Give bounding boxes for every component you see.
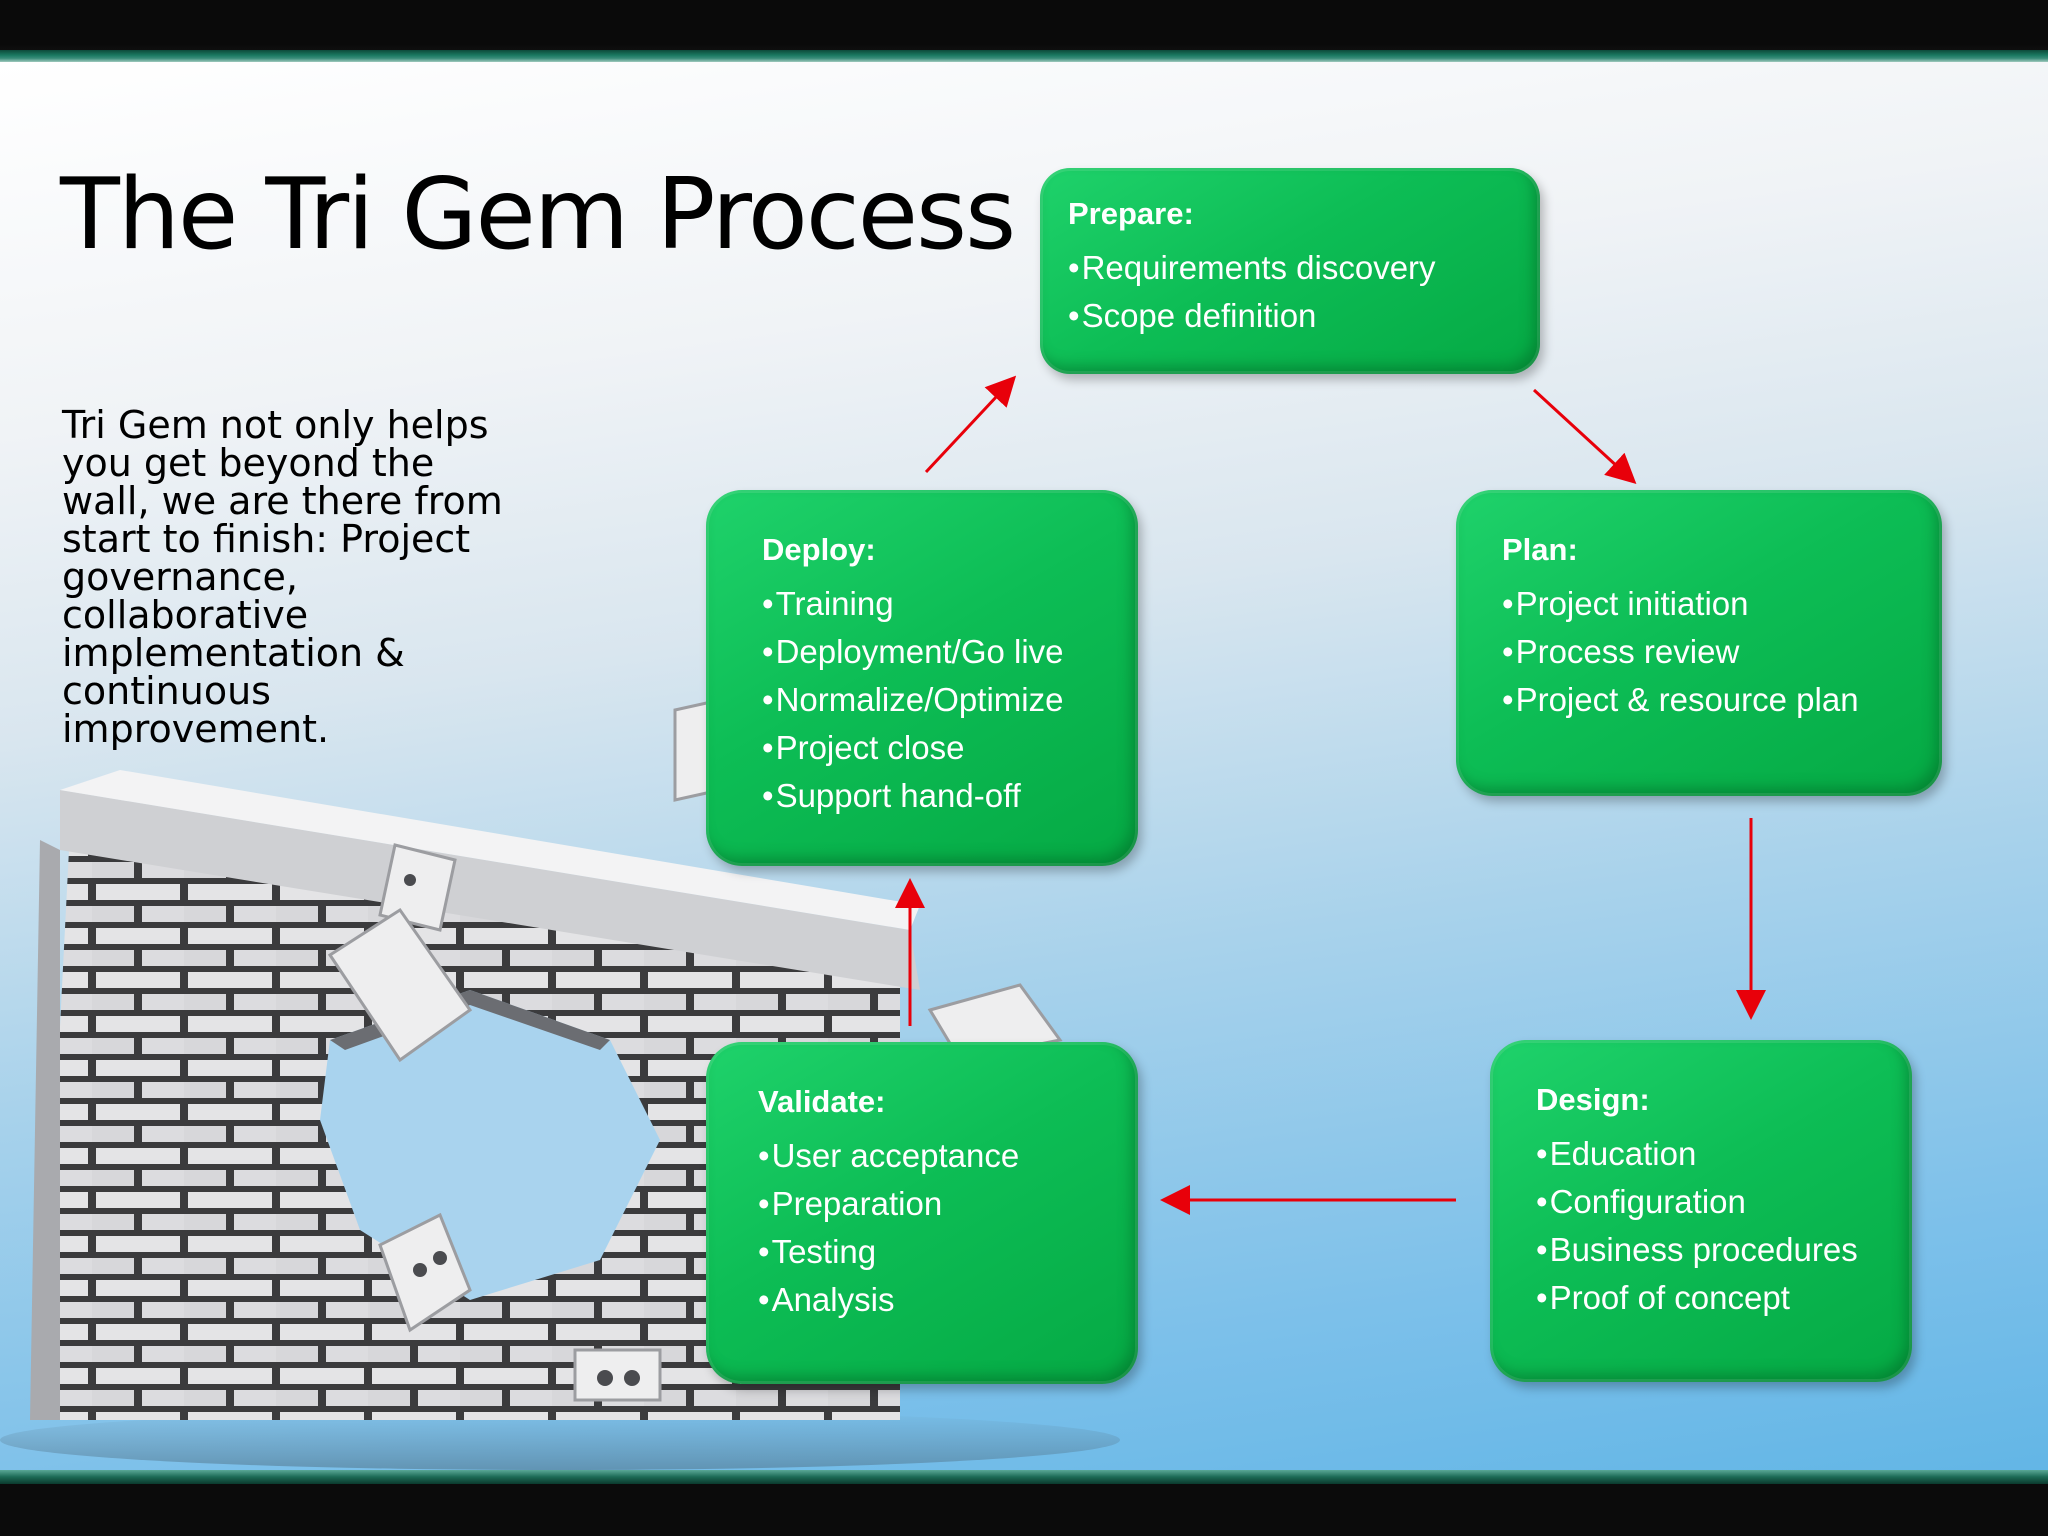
list-item: •Requirements discovery	[1068, 249, 1436, 286]
validate-list: •User acceptance •Preparation •Testing •…	[758, 1132, 1114, 1324]
list-item: •Support hand-off	[762, 777, 1021, 814]
list-item: •Configuration	[1536, 1183, 1746, 1220]
design-list: •Education •Configuration •Business proc…	[1536, 1130, 1888, 1322]
bottom-frame-bar	[0, 1484, 2048, 1536]
design-box: Design: •Education •Configuration •Busin…	[1490, 1040, 1912, 1382]
plan-title: Plan:	[1502, 532, 1578, 567]
list-item: •Scope definition	[1068, 297, 1317, 334]
list-item: •Analysis	[758, 1281, 895, 1318]
top-frame-stripe	[0, 50, 2048, 62]
intro-text: Tri Gem not only helps you get beyond th…	[62, 403, 503, 751]
plan-box: Plan: •Project initiation •Process revie…	[1456, 490, 1942, 796]
list-item: •Proof of concept	[1536, 1279, 1790, 1316]
list-item: •Deployment/Go live	[762, 633, 1064, 670]
design-title: Design:	[1536, 1082, 1650, 1117]
page-title: The Tri Gem Process	[60, 158, 1016, 272]
prepare-list: •Requirements discovery •Scope definitio…	[1068, 244, 1516, 340]
list-item: •Training	[762, 585, 894, 622]
validate-box: Validate: •User acceptance •Preparation …	[706, 1042, 1138, 1384]
list-item: •Preparation	[758, 1185, 943, 1222]
list-item: •Normalize/Optimize	[762, 681, 1064, 718]
list-item: •Business procedures	[1536, 1231, 1858, 1268]
slide-canvas: The Tri Gem Process Tri Gem not only hel…	[0, 62, 2048, 1470]
list-item: •Project close	[762, 729, 965, 766]
prepare-box: Prepare: •Requirements discovery •Scope …	[1040, 168, 1540, 374]
bottom-frame-stripe	[0, 1470, 2048, 1484]
list-item: •User acceptance	[758, 1137, 1020, 1174]
list-item: •Process review	[1502, 633, 1740, 670]
list-item: •Project & resource plan	[1502, 681, 1859, 718]
list-item: •Testing	[758, 1233, 877, 1270]
list-item: •Education	[1536, 1135, 1697, 1172]
deploy-title: Deploy:	[762, 532, 876, 567]
top-frame-bar	[0, 0, 2048, 52]
deploy-list: •Training •Deployment/Go live •Normalize…	[762, 580, 1114, 820]
prepare-title: Prepare:	[1068, 196, 1194, 231]
plan-list: •Project initiation •Process review •Pro…	[1502, 580, 1918, 724]
broken-brick-wall-illustration	[0, 698, 1120, 1470]
validate-title: Validate:	[758, 1084, 886, 1119]
list-item: •Project initiation	[1502, 585, 1749, 622]
deploy-box: Deploy: •Training •Deployment/Go live •N…	[706, 490, 1138, 866]
